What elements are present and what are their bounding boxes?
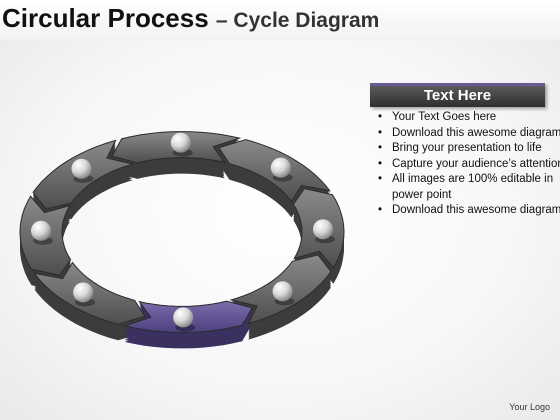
- footer-logo-text: Your Logo: [509, 402, 550, 412]
- ring-balls-layer: [31, 132, 335, 332]
- bullet-item: Capture your audience’s attention: [378, 157, 560, 173]
- bullet-list: Your Text Goes hereDownload this awesome…: [372, 110, 560, 219]
- title-main-text: Circular Process: [2, 3, 209, 33]
- bullet-item: Download this awesome diagram: [378, 126, 560, 142]
- segment-ball: [170, 132, 191, 153]
- title-bar: Circular Process – Cycle Diagram: [0, 0, 560, 40]
- segment-ball: [173, 307, 194, 328]
- bullet-item: Download this awesome diagram: [378, 203, 560, 219]
- segment-ball: [71, 158, 92, 179]
- segment-ball: [73, 282, 94, 303]
- title-subtitle: – Cycle Diagram: [215, 9, 380, 32]
- cycle-diagram: [19, 131, 345, 349]
- segment-ball: [31, 220, 52, 241]
- segment-ball: [270, 157, 291, 178]
- bullet-item: Bring your presentation to life: [378, 141, 560, 157]
- segment-ball: [272, 281, 293, 302]
- bullet-item: All images are 100% editable in power po…: [378, 172, 560, 203]
- segment-ball: [312, 219, 333, 240]
- page-title: Circular Process – Cycle Diagram: [2, 3, 379, 34]
- bullet-item: Your Text Goes here: [378, 110, 560, 126]
- panel-header: Text Here: [370, 83, 545, 107]
